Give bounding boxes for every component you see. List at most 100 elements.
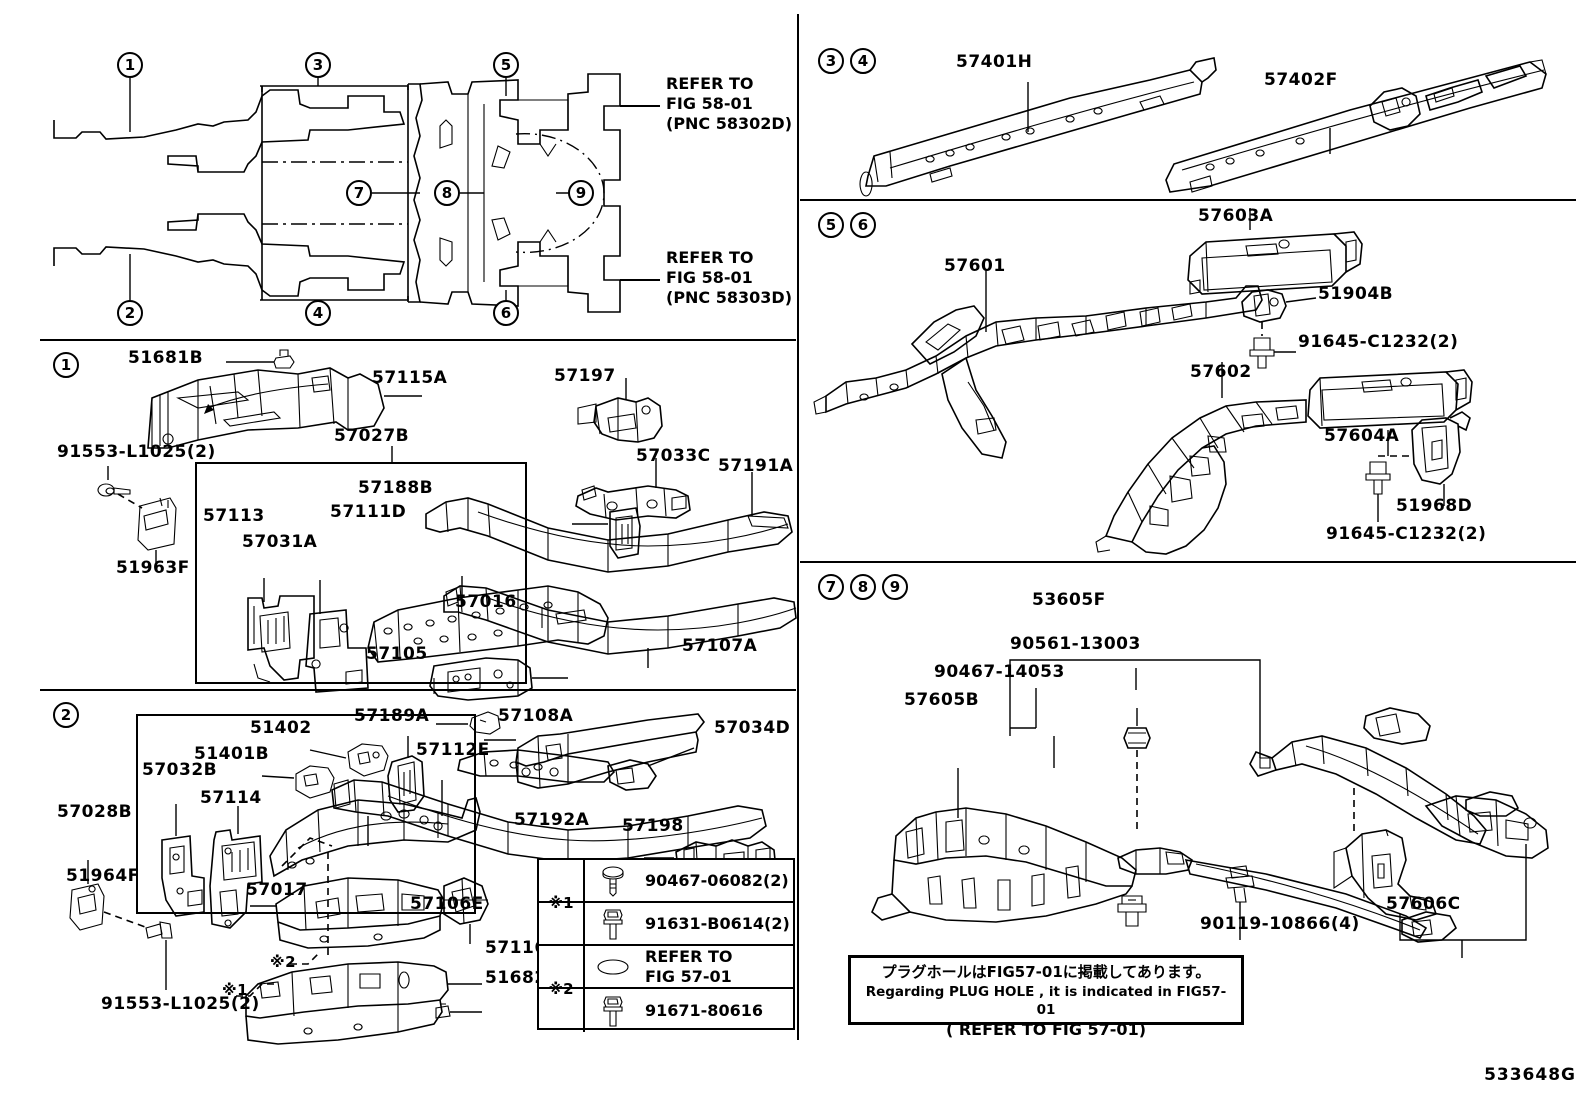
label-57033C: 57033C [636, 446, 711, 466]
panel-1-subassembly-box [195, 462, 527, 684]
label-mark-2: ※2 [270, 953, 297, 971]
label-51402: 51402 [250, 718, 312, 738]
legend-text-90467-06082: 90467-06082(2) [645, 870, 789, 890]
figure-code: 533648G [1484, 1065, 1576, 1085]
label-91645-C1232-top: 91645-C1232(2) [1298, 332, 1459, 352]
label-57034D: 57034D [714, 718, 791, 738]
legend-row-2: 91631-B0614(2) [539, 903, 793, 946]
callout-9-label: 9 [575, 184, 587, 202]
label-51904B: 51904B [1318, 284, 1394, 304]
legend-text-91631-B0614: 91631-B0614(2) [645, 913, 790, 933]
callout-4: 4 [305, 300, 331, 326]
plug-hole-note-refer: ( REFER TO FIG 57-01) [945, 1019, 1147, 1039]
callout-2-label: 2 [124, 304, 136, 322]
refer-fig58-01-bottom: REFER TO FIG 58-01 (PNC 58303D) [666, 248, 792, 307]
label-57115A: 57115A [372, 368, 448, 388]
label-57017: 57017 [246, 880, 308, 900]
callout-5: 5 [493, 52, 519, 78]
label-57603A: 57603A [1198, 206, 1274, 226]
label-57108A: 57108A [498, 706, 574, 726]
callout-1: 1 [117, 52, 143, 78]
label-57032B: 57032B [142, 760, 218, 780]
label-57605B: 57605B [904, 690, 980, 710]
overview-underbody-illustration [53, 73, 660, 313]
callout-5-label: 5 [500, 56, 512, 74]
label-57401H: 57401H [956, 52, 1033, 72]
label-57016: 57016 [455, 592, 517, 612]
callout-7: 7 [346, 180, 372, 206]
label-57402F: 57402F [1264, 70, 1338, 90]
plug-hole-note-jp: プラグホールはFIG57-01に掲載してあります。 [881, 963, 1211, 981]
plug-hole-note: プラグホールはFIG57-01に掲載してあります。 Regarding PLUG… [848, 955, 1244, 1039]
fastener-legend-table: ※1 90467-06082(2) 91631-B0614(2) ※2 [537, 858, 795, 1032]
legend-mark-1-spacer [539, 903, 585, 944]
label-57191A: 57191A [718, 456, 794, 476]
refer-fig58-01-top: REFER TO FIG 58-01 (PNC 58302D) [666, 74, 792, 133]
label-57114: 57114 [200, 788, 262, 808]
label-57198: 57198 [622, 816, 684, 836]
legend-row-4: 91671-80616 [539, 989, 793, 1032]
label-57601: 57601 [944, 256, 1006, 276]
panel-1-callout-label: 1 [60, 356, 72, 374]
label-57606C: 57606C [1386, 894, 1461, 914]
panel-4-callout-label: 4 [857, 52, 869, 70]
label-57192A: 57192A [514, 810, 590, 830]
callout-9: 9 [568, 180, 594, 206]
panel-8-callout-label: 8 [857, 578, 869, 596]
label-57105: 57105 [366, 644, 428, 664]
label-51968D: 51968D [1396, 496, 1473, 516]
label-mark-1: ※1 [222, 981, 249, 999]
panel-7-callout-label: 7 [825, 578, 837, 596]
panel-2-subassembly-box [136, 714, 476, 914]
label-57604A: 57604A [1324, 426, 1400, 446]
label-57106E: 57106E [410, 894, 484, 914]
label-91553-L1025-lower: 91553-L1025(2) [101, 994, 260, 1014]
legend-mark-2-spacer [539, 989, 585, 1032]
label-57188B: 57188B [358, 478, 434, 498]
panel-5-callout: 5 [818, 212, 844, 238]
panel-8-callout: 8 [850, 574, 876, 600]
callout-6-label: 6 [500, 304, 512, 322]
panel-1-callout: 1 [53, 352, 79, 378]
callout-8: 8 [434, 180, 460, 206]
label-57027B: 57027B [334, 426, 410, 446]
callout-3-label: 3 [312, 56, 324, 74]
legend-row-1: ※1 90467-06082(2) [539, 860, 793, 946]
panel-4-callout: 4 [850, 48, 876, 74]
label-91645-C1232-bottom: 91645-C1232(2) [1326, 524, 1487, 544]
label-90119-10866: 90119-10866(4) [1200, 914, 1360, 934]
legend-text-91671-80616: 91671-80616 [645, 1000, 763, 1020]
bolt-icon-2 [585, 989, 641, 1032]
plug-hole-note-en: Regarding PLUG HOLE , it is indicated in… [865, 983, 1227, 1018]
label-57189A: 57189A [354, 706, 430, 726]
callout-6: 6 [493, 300, 519, 326]
panel-3-callout: 3 [818, 48, 844, 74]
label-53605F: 53605F [1032, 590, 1106, 610]
plug-icon [585, 946, 641, 987]
callout-2: 2 [117, 300, 143, 326]
legend-row-3: ※2 REFER TO FIG 57-01 [539, 946, 793, 1032]
panel-6-callout-label: 6 [857, 216, 869, 234]
label-51964F: 51964F [66, 866, 140, 886]
label-51963F: 51963F [116, 558, 190, 578]
panel-7-callout: 7 [818, 574, 844, 600]
callout-1-label: 1 [124, 56, 136, 74]
callout-7-label: 7 [353, 184, 365, 202]
panel-3-callout-label: 3 [825, 52, 837, 70]
label-51401B: 51401B [194, 744, 270, 764]
label-57107A: 57107A [682, 636, 758, 656]
panel-9-callout: 9 [882, 574, 908, 600]
callout-3: 3 [305, 52, 331, 78]
label-91553-L1025-upper: 91553-L1025(2) [57, 442, 216, 462]
panel-6-callout: 6 [850, 212, 876, 238]
label-57113: 57113 [203, 506, 265, 526]
panel-789-crossmember-illustration [871, 659, 1549, 958]
label-90561-13003: 90561-13003 [1010, 634, 1141, 654]
label-57197: 57197 [554, 366, 616, 386]
panel-1-parts-illustration [97, 349, 797, 735]
panel-2-parts-illustration [69, 713, 777, 1045]
callout-8-label: 8 [441, 184, 453, 202]
panel-5-callout-label: 5 [825, 216, 837, 234]
